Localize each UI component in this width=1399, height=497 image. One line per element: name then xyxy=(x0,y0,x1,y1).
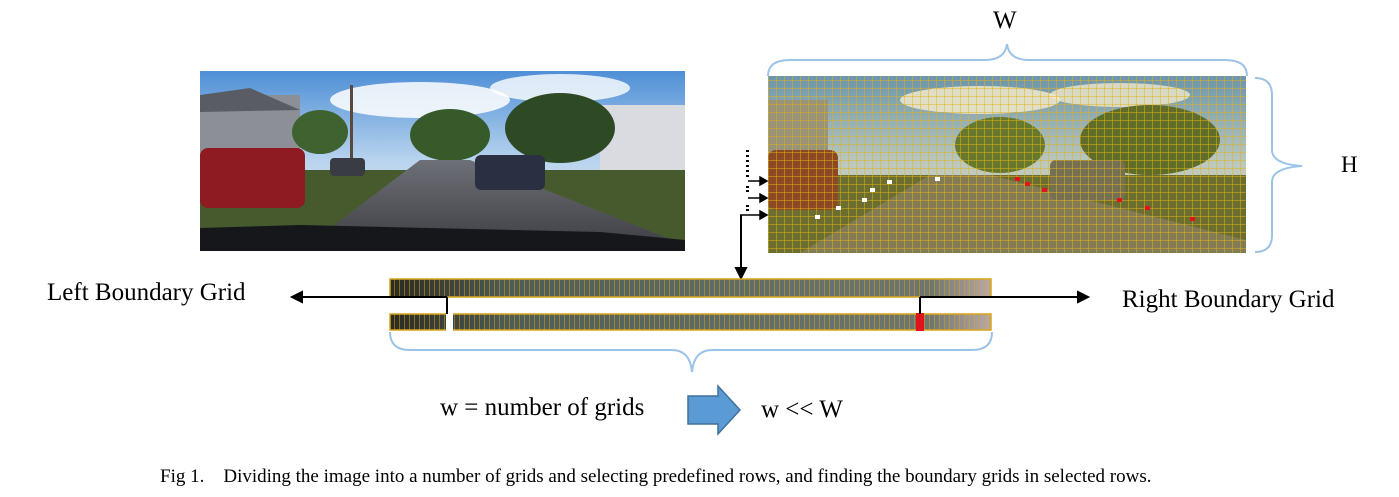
width-brace xyxy=(767,43,1248,77)
height-label: H xyxy=(1341,152,1358,177)
row-selector-arrows xyxy=(740,175,769,221)
row-strip-2 xyxy=(389,312,992,332)
street-photo xyxy=(200,71,685,251)
relation-label: w << W xyxy=(761,396,843,423)
boundary-connectors xyxy=(289,290,1091,314)
grid-count-brace xyxy=(389,331,993,373)
figure-caption: Fig 1. Dividing the image into a number … xyxy=(160,466,1152,487)
block-right-arrow-icon xyxy=(687,384,742,436)
left-boundary-label: Left Boundary Grid xyxy=(47,279,246,306)
boundary-marker xyxy=(916,313,924,331)
right-boundary-label: Right Boundary Grid xyxy=(1122,286,1335,313)
width-label: W xyxy=(993,7,1017,34)
grid-count-label: w = number of grids xyxy=(440,394,645,421)
row-selector-marks xyxy=(746,150,749,211)
right-boundary-points xyxy=(1015,177,1195,221)
gridded-photo xyxy=(768,76,1246,253)
left-boundary-points xyxy=(815,177,940,219)
height-brace xyxy=(1254,77,1303,253)
row-strip-1 xyxy=(389,278,992,298)
down-arrow xyxy=(734,215,748,281)
